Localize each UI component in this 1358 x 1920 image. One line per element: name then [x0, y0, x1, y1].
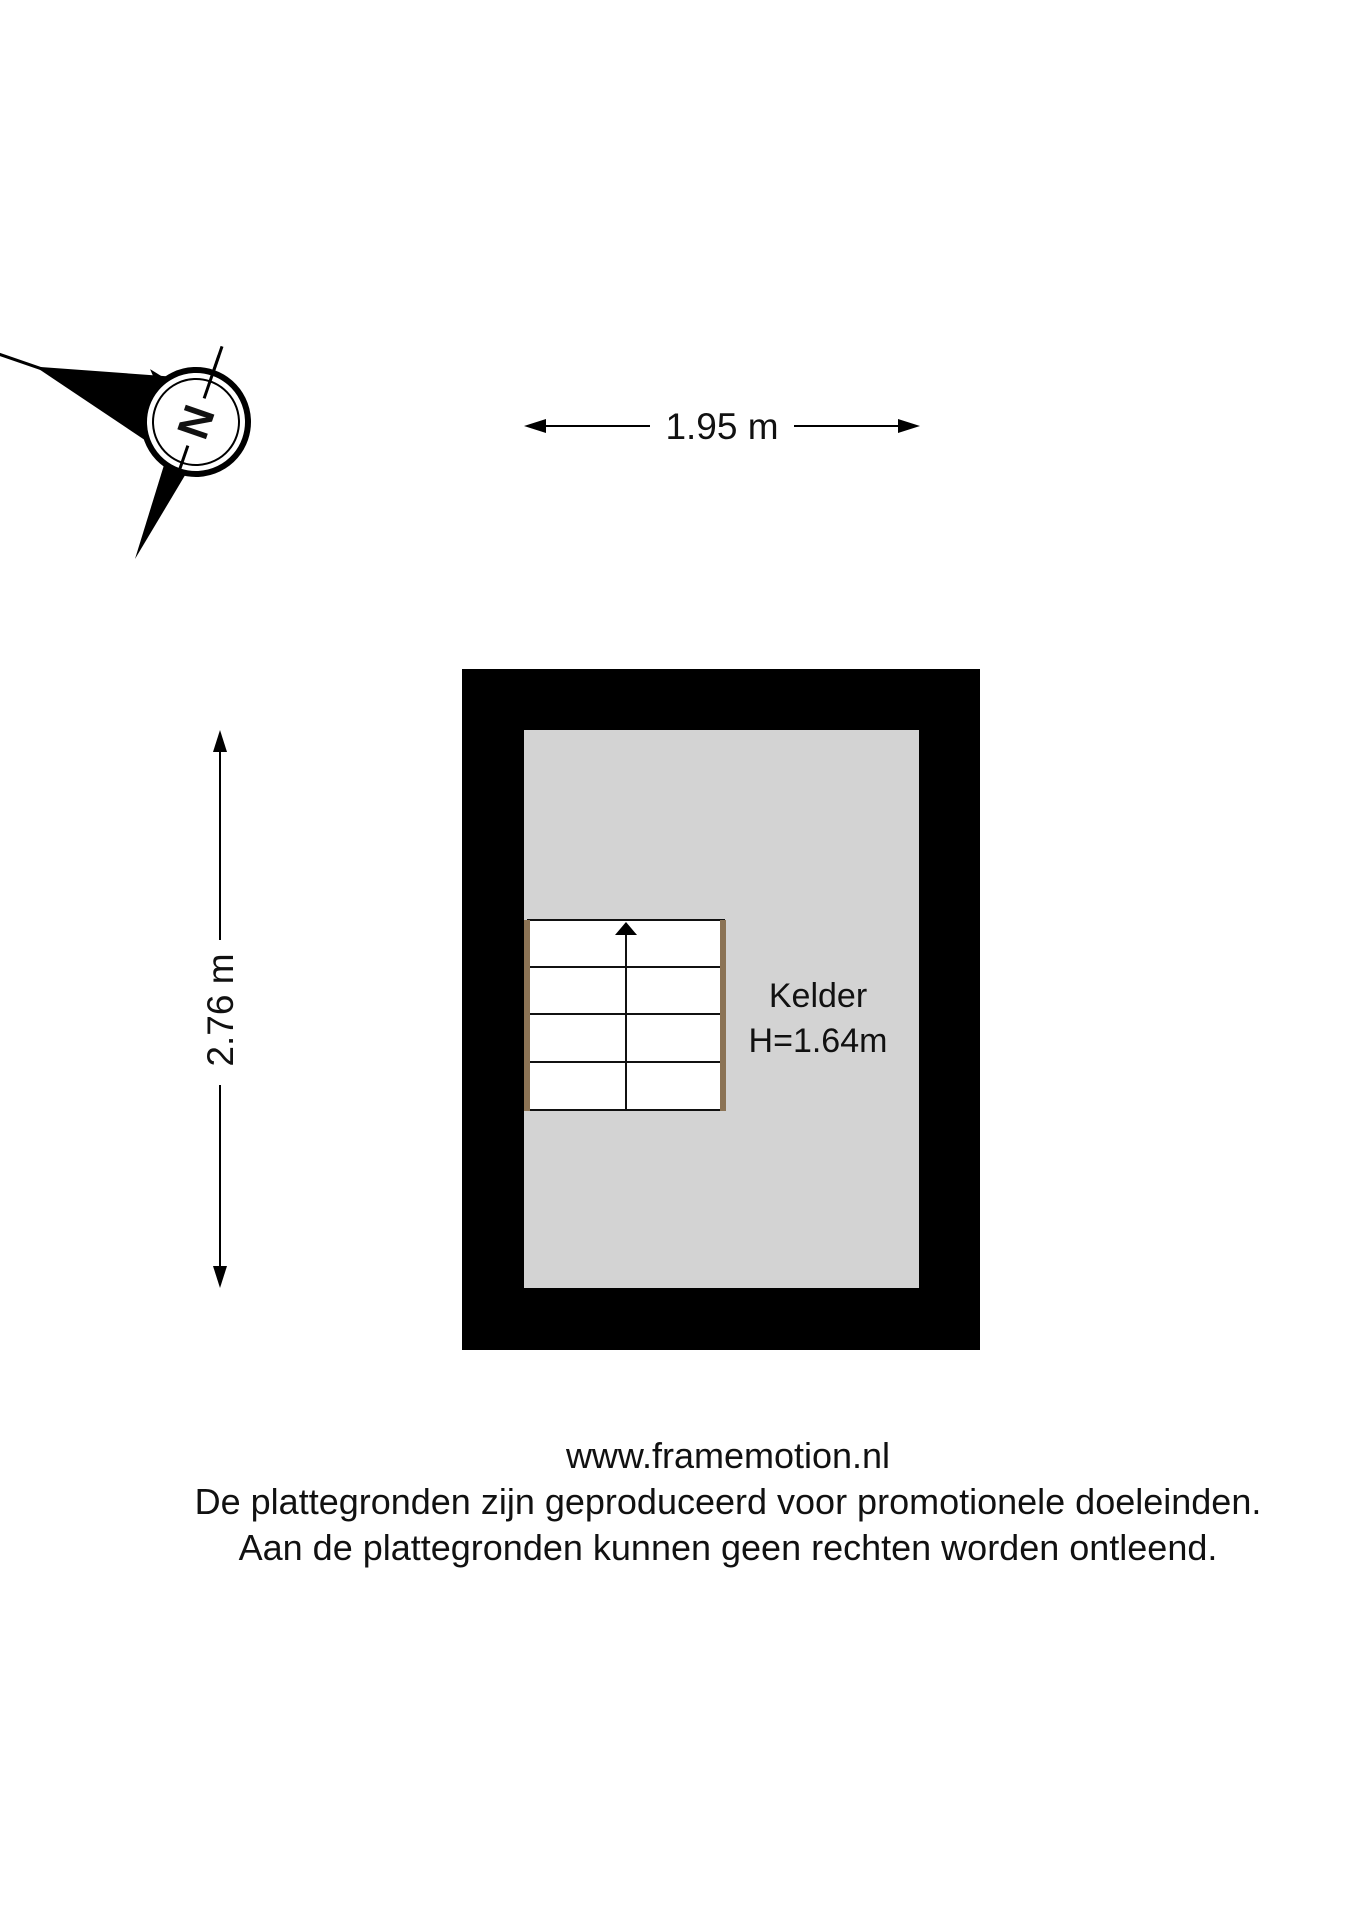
width-dimension: 1.95 m [524, 406, 920, 447]
footer-disclaimer-2: Aan de plattegronden kunnen geen rechten… [239, 1527, 1218, 1568]
stair-direction-arrow-icon [615, 922, 637, 935]
arrow-down-icon [213, 1266, 227, 1288]
arrow-up-icon [213, 730, 227, 752]
footer-disclaimer-1: De plattegronden zijn geproduceerd voor … [195, 1481, 1262, 1522]
arrow-right-icon [898, 419, 920, 433]
footer-website: www.framemotion.nl [565, 1435, 890, 1476]
arrow-left-icon [524, 419, 546, 433]
stair-rail-right [720, 920, 726, 1111]
room-height: H=1.64m [749, 1022, 888, 1060]
width-label: 1.95 m [665, 406, 778, 447]
staircase [524, 919, 726, 1111]
length-label: 2.76 m [200, 953, 241, 1066]
stair-rail-left [524, 920, 530, 1111]
length-dimension: 2.76 m [200, 730, 241, 1288]
room-name: Kelder [769, 977, 867, 1015]
compass-rose-icon: N [0, 345, 251, 560]
